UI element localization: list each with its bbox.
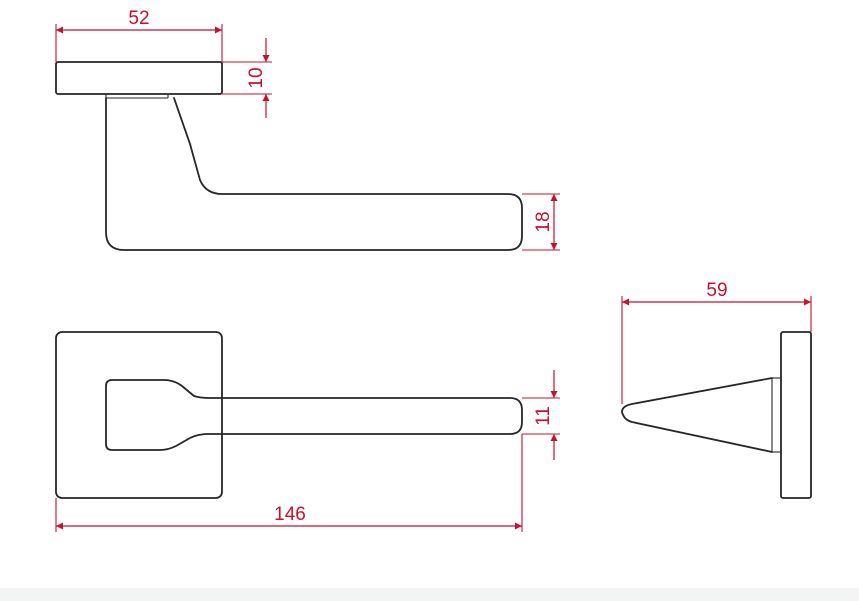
- side-view: 52 10 18: [55, 8, 560, 251]
- top-view: 11 146: [55, 331, 560, 532]
- lever-top-profile: [105, 379, 523, 451]
- dim-label-rose-width: 52: [128, 8, 149, 29]
- rose-square-top: [55, 331, 223, 499]
- rose-plate-side: [55, 61, 223, 95]
- dim-label-total-length: 146: [274, 504, 306, 525]
- lever-side-profile: [105, 97, 523, 251]
- footer-band: [0, 588, 859, 601]
- dim-label-lever-height: 18: [533, 211, 554, 232]
- dim-label-rose-thickness: 10: [246, 67, 267, 88]
- rose-plate-end: [780, 331, 812, 499]
- lever-end-profile: [621, 377, 773, 453]
- dim-label-lever-width: 11: [533, 406, 554, 426]
- dim-label-projection: 59: [706, 280, 727, 301]
- end-view: 59: [621, 280, 812, 499]
